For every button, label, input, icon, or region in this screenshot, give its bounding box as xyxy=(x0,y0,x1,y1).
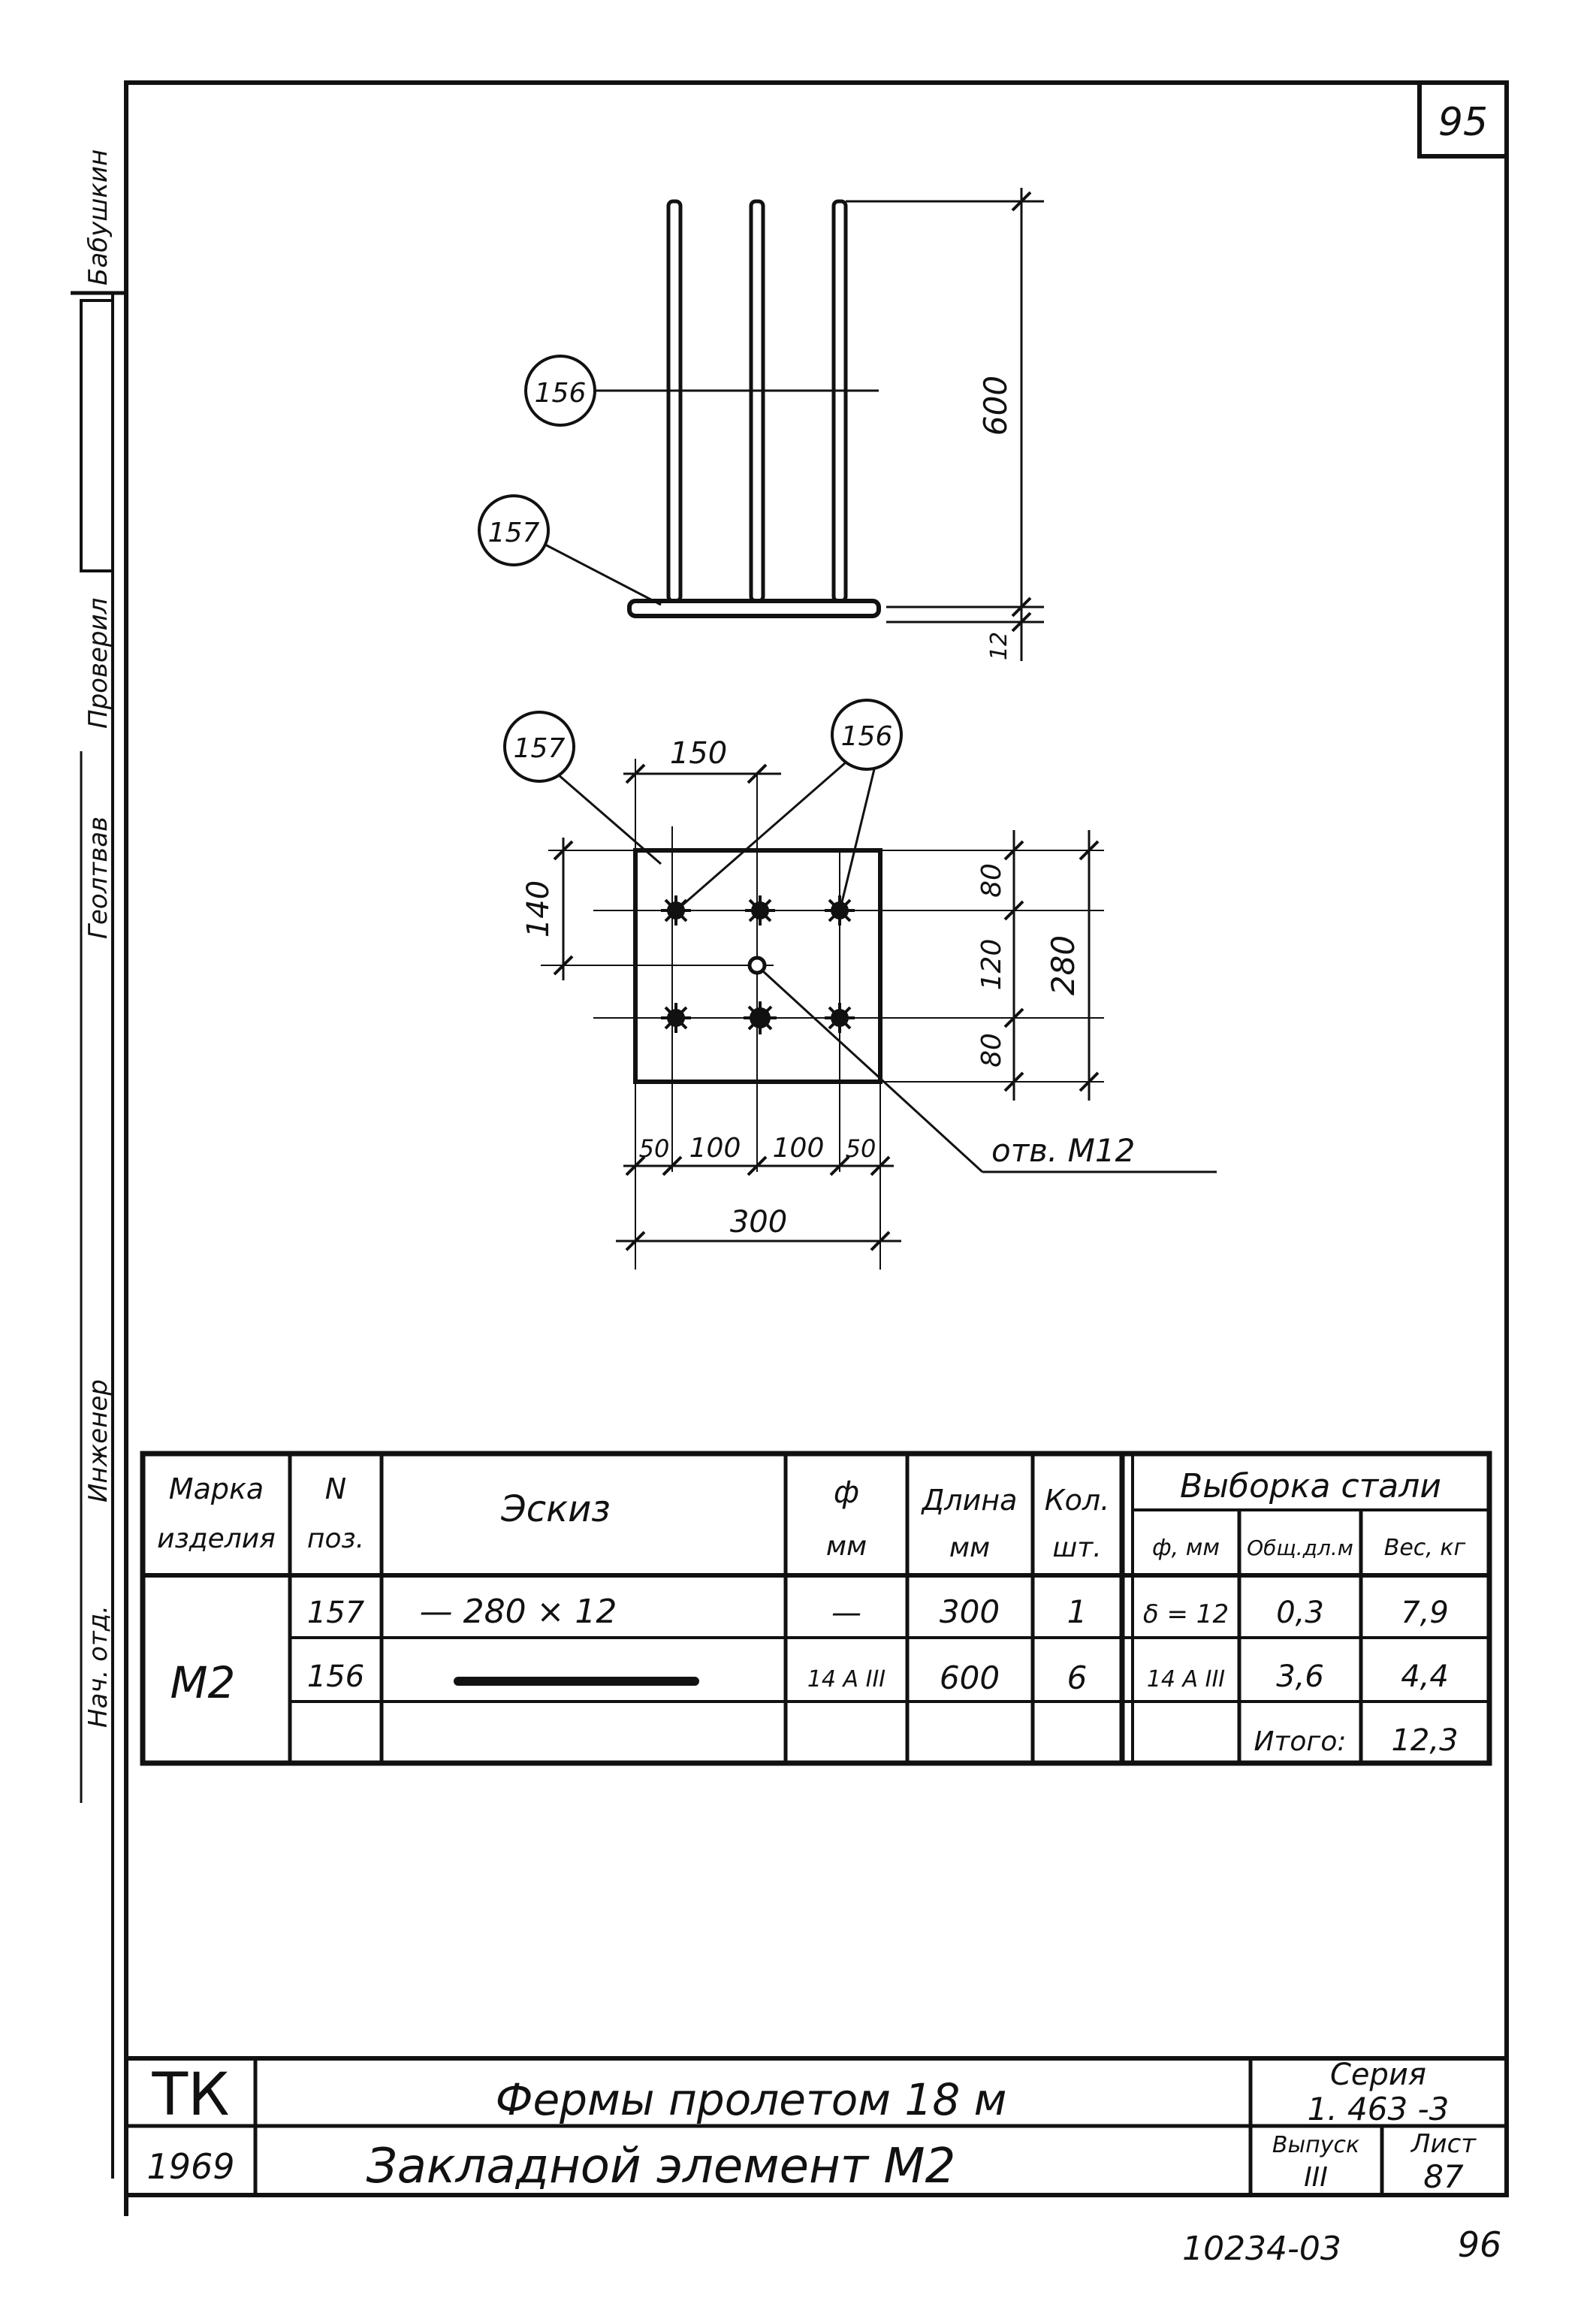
plan-dim-r2: 120 xyxy=(976,939,1007,991)
row2-qty: 6 xyxy=(1067,1659,1088,1696)
plan-dim-b4: 50 xyxy=(846,1134,876,1163)
elevation-callout-156: 156 xyxy=(535,378,587,409)
hdr-length-2: мм xyxy=(949,1532,990,1563)
plan-dim-r3: 80 xyxy=(976,1033,1007,1067)
row1-length: 300 xyxy=(940,1593,1000,1630)
hdr-steel-group: Выборка стали xyxy=(1180,1467,1441,1505)
plan-callout-156-circle xyxy=(831,699,903,771)
row1-weight: 7,9 xyxy=(1401,1596,1449,1630)
issue-label: Выпуск xyxy=(1272,2132,1359,2158)
total-label: Итого: xyxy=(1254,1726,1347,1757)
elevation-view: 600 12 156 157 xyxy=(478,188,1044,661)
plan-callout-156: 156 xyxy=(841,721,893,752)
sheet-label: Лист xyxy=(1410,2129,1477,2159)
sheet-number-box: 95 xyxy=(1417,80,1509,159)
stud-5 xyxy=(744,1001,777,1034)
stud-2 xyxy=(745,895,775,926)
elevation-dim-plate: 12 xyxy=(986,632,1012,660)
series-value: 1. 463 -3 xyxy=(1308,2091,1450,2127)
plan-view: 150 140 80 120 80 280 50 100 100 50 300 … xyxy=(503,699,1217,1270)
hdr-mark-1: Марка xyxy=(169,1472,264,1505)
plan-callout-157: 157 xyxy=(514,733,566,764)
callout-157-circle xyxy=(478,494,550,566)
drawing-subtitle: Закладной элемент М2 xyxy=(367,2139,956,2194)
stud-3 xyxy=(825,895,855,926)
org-code: ТК xyxy=(151,2061,229,2129)
hdr-steel-weight: Вес, кг xyxy=(1384,1535,1466,1561)
hdr-length-1: Длина xyxy=(921,1484,1018,1517)
hdr-qty-1: Кол. xyxy=(1045,1484,1110,1517)
plan-dim-300: 300 xyxy=(730,1205,787,1240)
cell-mark: М2 xyxy=(170,1657,236,1708)
plan-dim-b2: 100 xyxy=(689,1133,741,1164)
row1-steel-dia: δ = 12 xyxy=(1143,1599,1229,1629)
stud-6 xyxy=(825,1003,855,1033)
elevation-callout-157: 157 xyxy=(488,518,540,548)
side-stamp-label-2: Проверил xyxy=(83,598,113,729)
total-weight: 12,3 xyxy=(1391,1723,1458,1758)
plan-hole-note: отв. М12 xyxy=(991,1132,1135,1169)
row1-qty: 1 xyxy=(1067,1593,1088,1630)
hdr-sketch: Эскиз xyxy=(500,1488,611,1530)
hdr-qty-2: шт. xyxy=(1052,1532,1101,1563)
plan-dim-140: 140 xyxy=(521,880,556,938)
rod-2 xyxy=(749,199,765,603)
stud-1 xyxy=(661,895,691,926)
hdr-dia-1: ф xyxy=(834,1475,859,1510)
plan-dim-b3: 100 xyxy=(773,1133,825,1164)
hdr-dia-2: мм xyxy=(826,1531,867,1562)
sheet-number: 95 xyxy=(1438,100,1488,145)
side-stamp: Бабушкин Проверил Геолтвав Инженер Нач. … xyxy=(71,149,126,2179)
row2-steel-dia: 14 А III xyxy=(1147,1666,1225,1693)
elevation-dim-height: 600 xyxy=(977,376,1014,436)
hdr-pos-1: N xyxy=(325,1472,346,1505)
plan-callout-157-circle xyxy=(503,711,575,783)
page-number: 96 xyxy=(1458,2224,1502,2265)
stud-4 xyxy=(661,1003,691,1033)
plan-dim-b1: 50 xyxy=(639,1134,670,1163)
title-block: ТК Фермы пролетом 18 м Серия 1. 463 -3 1… xyxy=(126,2056,1507,2195)
hdr-mark-2: изделия xyxy=(157,1523,276,1554)
row2-weight: 4,4 xyxy=(1401,1659,1449,1694)
row2-pos: 156 xyxy=(307,1659,364,1694)
base-plate xyxy=(627,599,881,618)
plan-dim-r1: 80 xyxy=(976,863,1007,898)
spec-table: Марка изделия N поз. Эскиз ф мм Длина мм… xyxy=(140,1451,1492,1766)
footer: 10234-03 96 xyxy=(1182,2224,1501,2268)
drawing-title: Фермы пролетом 18 м xyxy=(496,2074,1007,2125)
year: 1969 xyxy=(146,2146,234,2187)
plan-dim-150: 150 xyxy=(670,736,727,771)
side-stamp-label-3: Геолтвав xyxy=(83,817,113,939)
row1-dia: — xyxy=(831,1596,861,1630)
side-stamp-label-5: Нач. отд. xyxy=(83,1605,113,1728)
doc-number: 10234-03 xyxy=(1182,2230,1341,2268)
side-stamp-label-4: Инженер xyxy=(83,1379,113,1502)
callout-156-circle xyxy=(524,355,596,427)
issue-value: III xyxy=(1304,2162,1328,2193)
row2-dia: 14 А III xyxy=(807,1666,885,1693)
series-label: Серия xyxy=(1330,2058,1426,2092)
row2-total-len: 3,6 xyxy=(1276,1659,1324,1694)
row2-length: 600 xyxy=(940,1659,1000,1696)
side-stamp-label-1: Бабушкин xyxy=(83,149,113,285)
sheet-frame xyxy=(124,80,1509,2216)
row1-pos: 157 xyxy=(307,1596,365,1630)
row1-total-len: 0,3 xyxy=(1276,1596,1324,1630)
hdr-steel-total-len: Общ.дл.м xyxy=(1247,1535,1353,1560)
hdr-pos-2: поз. xyxy=(307,1523,364,1554)
hdr-steel-dia: ф, мм xyxy=(1152,1535,1220,1561)
rod-1 xyxy=(666,199,683,603)
row1-sketch: — 280 × 12 xyxy=(420,1593,617,1631)
plan-dim-280: 280 xyxy=(1045,935,1082,995)
m12-hole xyxy=(747,956,767,975)
sheet-value: 87 xyxy=(1423,2158,1464,2195)
rod-3 xyxy=(831,199,848,603)
